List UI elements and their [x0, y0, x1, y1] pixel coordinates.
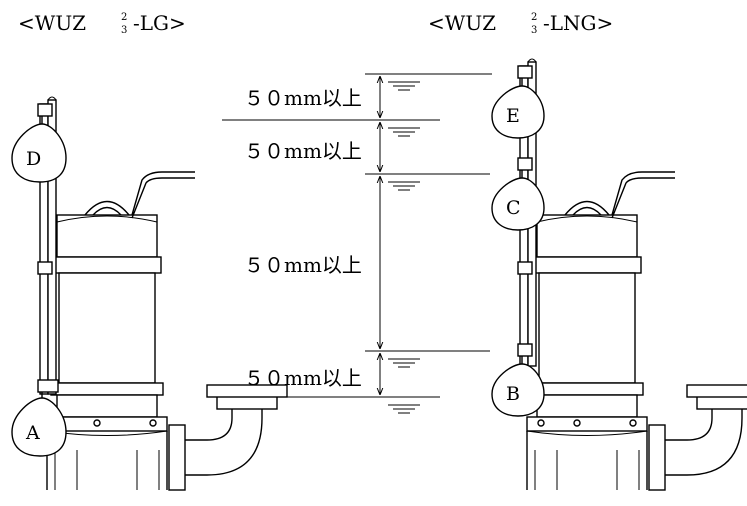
left-float-pole — [37, 96, 59, 395]
dimension-label-3: ５０mm以上 — [244, 253, 362, 277]
float-a: A — [11, 392, 67, 457]
right-title-sub: 3 — [531, 25, 537, 36]
float-b: B — [491, 356, 545, 417]
float-d: D — [11, 116, 67, 183]
left-pump — [46, 200, 288, 491]
float-e-label: E — [506, 105, 520, 127]
level-lines — [222, 73, 492, 398]
left-title-suffix: -LG> — [133, 11, 186, 35]
left-title-prefix: <WUZ — [18, 11, 86, 35]
float-c-label: C — [506, 197, 521, 219]
left-title-sub: 3 — [121, 25, 127, 36]
float-a-label: A — [25, 422, 40, 444]
right-title-suffix: -LNG> — [543, 11, 613, 35]
float-d-label: D — [26, 148, 41, 170]
right-title: <WUZ 2 3 -LNG> — [428, 11, 613, 36]
right-cable — [611, 171, 675, 219]
right-title-sup: 2 — [531, 12, 537, 23]
dimension-label-4: ５０mm以上 — [244, 366, 362, 390]
right-title-prefix: <WUZ — [428, 11, 496, 35]
float-c: C — [491, 170, 545, 231]
left-title: <WUZ 2 3 -LG> — [18, 11, 186, 36]
float-e: E — [491, 78, 545, 139]
right-pump — [526, 200, 747, 491]
left-title-sup: 2 — [121, 12, 127, 23]
water-level-symbols — [388, 81, 420, 414]
dimension-label-2: ５０mm以上 — [244, 139, 362, 163]
float-b-label: B — [506, 383, 520, 405]
left-cable — [131, 171, 195, 219]
dimension-label-1: ５０mm以上 — [244, 86, 362, 110]
